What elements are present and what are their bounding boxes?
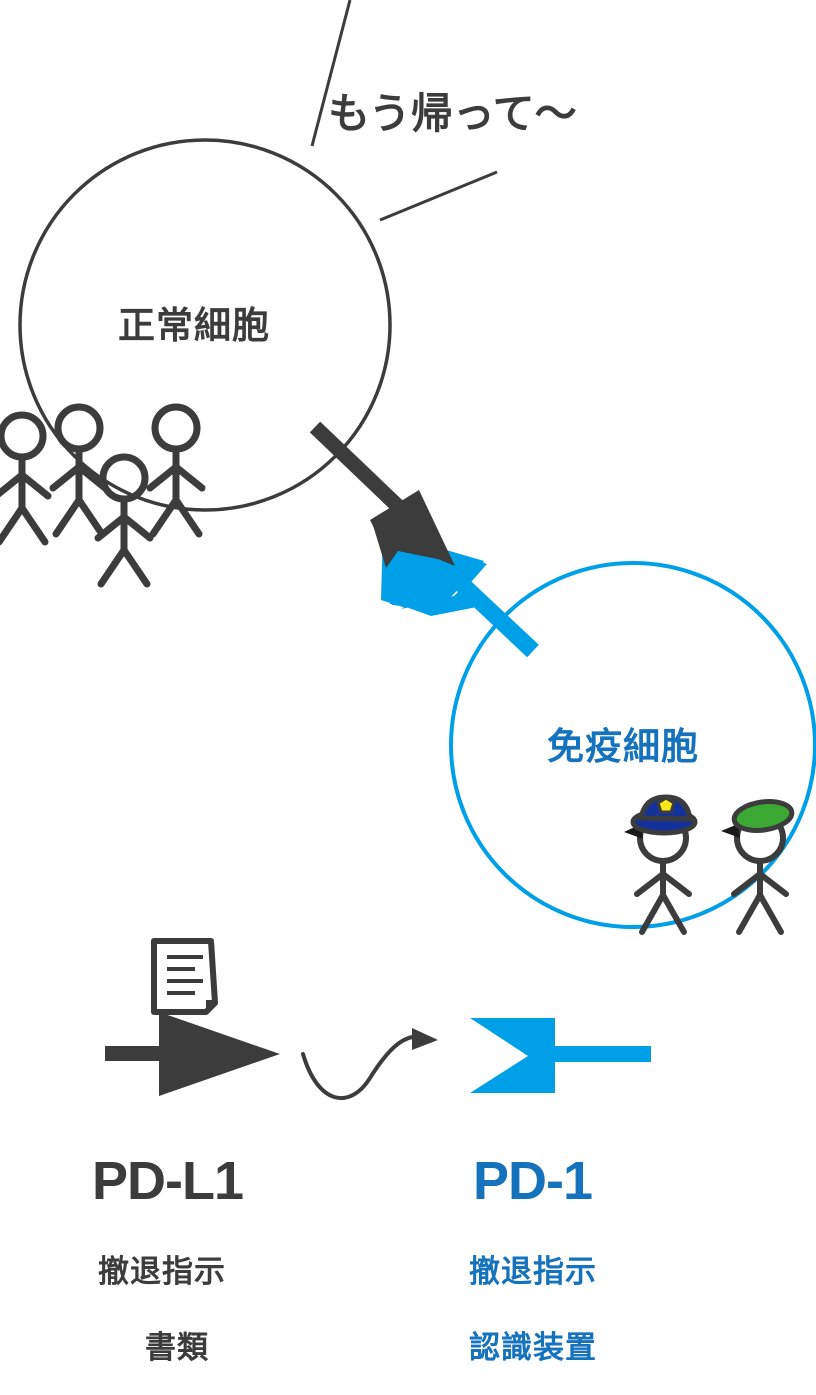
wavy-connector-arrow [301, 1028, 438, 1101]
pdl1-subtitle-2: 書類 [145, 1330, 209, 1365]
normal-cell-circle [18, 138, 392, 512]
speech-text: もう帰って〜 [328, 90, 577, 137]
pdl1-legend-arrow [105, 1012, 280, 1096]
beret-cap-icon [731, 799, 795, 833]
pdl1-subtitle-1: 撤退指示 [98, 1254, 226, 1289]
pd1-title: PD-1 [473, 1151, 592, 1211]
nose-icon [721, 824, 740, 838]
officer-figure-blue-cap [624, 794, 698, 935]
pd1-subtitle-2: 認識装置 [469, 1330, 597, 1365]
document-icon [151, 938, 218, 1015]
pd1-legend-receptor [470, 1018, 651, 1093]
immune-cell-label: 免疫細胞 [547, 726, 699, 767]
speech-leader-lines [310, 0, 498, 222]
pdl1-title: PD-L1 [92, 1151, 243, 1211]
pdl1-signal-arrow [309, 421, 455, 568]
normal-cell-label: 正常細胞 [118, 305, 270, 346]
officer-figure-green-cap [721, 799, 795, 935]
pd1-subtitle-1: 撤退指示 [469, 1254, 597, 1289]
immune-cell-circle [449, 561, 816, 929]
star-badge-icon [656, 796, 676, 814]
stick-figure [0, 415, 48, 542]
